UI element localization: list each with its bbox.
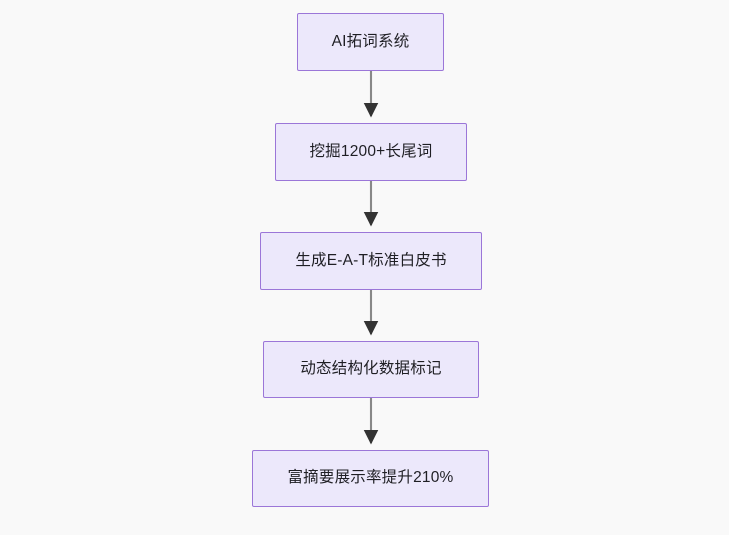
flowchart-node-longtail-mining[interactable]: 挖掘1200+长尾词: [275, 123, 467, 181]
node-label: AI拓词系统: [331, 32, 410, 50]
flowchart-node-rich-snippet-result[interactable]: 富摘要展示率提升210%: [252, 450, 489, 507]
flowchart-node-ai-keyword-system[interactable]: AI拓词系统: [297, 13, 444, 71]
flowchart-node-structured-data-markup[interactable]: 动态结构化数据标记: [263, 341, 479, 398]
flowchart-node-eat-whitepaper[interactable]: 生成E-A-T标准白皮书: [260, 232, 482, 290]
node-label: 富摘要展示率提升210%: [287, 469, 454, 487]
node-label: 动态结构化数据标记: [300, 360, 442, 378]
node-label: 生成E-A-T标准白皮书: [295, 251, 447, 269]
node-label: 挖掘1200+长尾词: [309, 142, 433, 160]
